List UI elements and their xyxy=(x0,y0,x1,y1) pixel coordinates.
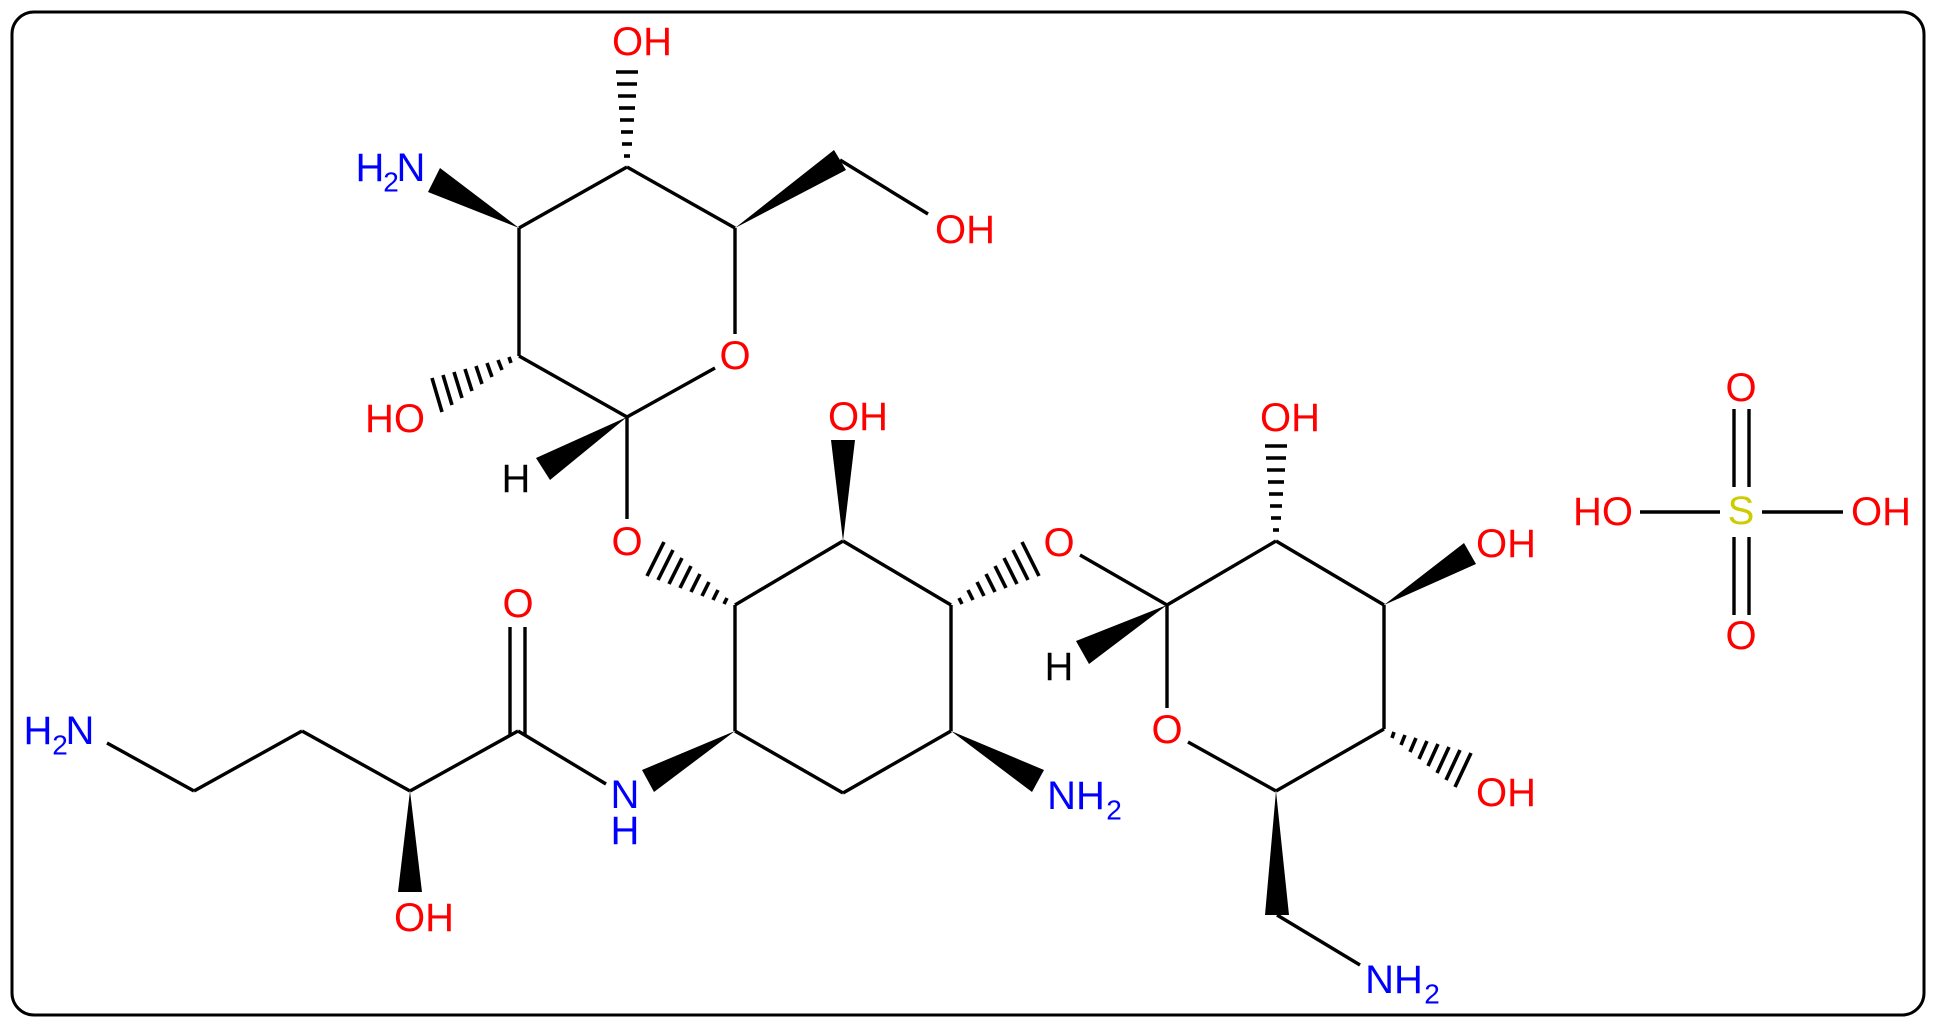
sulfuric-acid: S O O HO OH xyxy=(1573,366,1911,658)
wedge-bond xyxy=(1384,543,1476,605)
bond xyxy=(1187,740,1277,793)
bond xyxy=(518,165,628,230)
atom-label-h2n-h: H xyxy=(356,146,385,190)
bond xyxy=(409,729,519,793)
atom-label-amide-h: H xyxy=(611,809,640,853)
atom-label-amide-n: N xyxy=(611,773,640,817)
side-chain: O OH H 2 N xyxy=(24,582,607,940)
atom-label-ho: HO xyxy=(365,397,425,441)
wedge-bond xyxy=(1265,791,1289,915)
atom-label-ho: HO xyxy=(1573,490,1633,534)
atom-label-o: O xyxy=(1725,614,1756,658)
atom-label-nh2-nh: NH xyxy=(1365,958,1423,1002)
bond xyxy=(517,729,607,786)
bond xyxy=(1166,539,1277,607)
atom-label-h2n-n: N xyxy=(66,709,95,753)
atom-label-oh: OH xyxy=(1851,490,1911,534)
atom-label-h: H xyxy=(1045,645,1074,689)
bond xyxy=(1275,727,1385,793)
wedge-bond xyxy=(428,168,519,228)
bond xyxy=(1079,553,1168,607)
atom-label-h2n-sub: 2 xyxy=(52,730,68,761)
atom-label-glycosidic-o: O xyxy=(1043,521,1074,565)
bond xyxy=(626,366,716,419)
atom-label-h2n-sub: 2 xyxy=(383,167,399,198)
hashed-bond xyxy=(645,541,729,605)
atom-label-oh: OH xyxy=(612,20,672,64)
wedge-bond xyxy=(398,791,422,892)
atom-label-ch2oh: OH xyxy=(935,208,995,252)
wedge-bond xyxy=(735,150,846,228)
bond xyxy=(626,165,736,230)
atom-label-s: S xyxy=(1728,489,1755,533)
wedge-bond xyxy=(536,417,627,480)
wedge-bond xyxy=(951,731,1044,792)
hashed-bond xyxy=(957,541,1041,605)
atom-label-nh2-nh: NH xyxy=(1047,774,1105,818)
atom-label-h: H xyxy=(502,457,531,501)
atom-label-h2n-h: H xyxy=(24,709,53,753)
atom-label-nh2-sub: 2 xyxy=(1424,979,1440,1010)
bond xyxy=(301,729,411,793)
atom-label-h2n-n: N xyxy=(397,146,426,190)
bond xyxy=(734,729,844,795)
atom-label-oh: OH xyxy=(1260,396,1320,440)
atom-label-oh: OH xyxy=(1476,771,1536,815)
central-ring: OH O NH 2 N H xyxy=(611,395,1122,853)
atom-label-ring-o: O xyxy=(1151,708,1182,752)
atom-label-oh: OH xyxy=(394,896,454,940)
atom-label-carbonyl-o: O xyxy=(502,582,533,626)
hashed-bond xyxy=(430,356,513,413)
right-sugar-ring: H O OH OH OH NH 2 xyxy=(1045,396,1536,1010)
hashed-bond xyxy=(616,70,638,158)
atom-label-o: O xyxy=(1725,366,1756,410)
bond xyxy=(193,729,303,793)
bond xyxy=(734,539,844,607)
wedge-bond xyxy=(1076,605,1167,664)
hashed-bond xyxy=(1390,731,1473,788)
bond xyxy=(1276,913,1361,967)
wedge-bond xyxy=(642,731,735,792)
atom-label-nh2-sub: 2 xyxy=(1106,795,1122,826)
atom-label-glycosidic-o: O xyxy=(611,520,642,564)
wedge-bond xyxy=(831,440,855,541)
top-sugar-ring: OH H 2 N OH O HO H O xyxy=(356,20,995,564)
bond xyxy=(839,158,929,216)
bond xyxy=(518,354,628,419)
bond xyxy=(106,741,195,793)
atom-label-ring-o: O xyxy=(719,334,750,378)
bond xyxy=(842,729,952,795)
atom-label-oh: OH xyxy=(1476,522,1536,566)
bond xyxy=(1275,539,1385,607)
bond xyxy=(842,539,952,607)
atom-label-oh: OH xyxy=(828,395,888,439)
frame-border xyxy=(10,10,1926,1017)
hashed-bond xyxy=(1265,444,1287,532)
